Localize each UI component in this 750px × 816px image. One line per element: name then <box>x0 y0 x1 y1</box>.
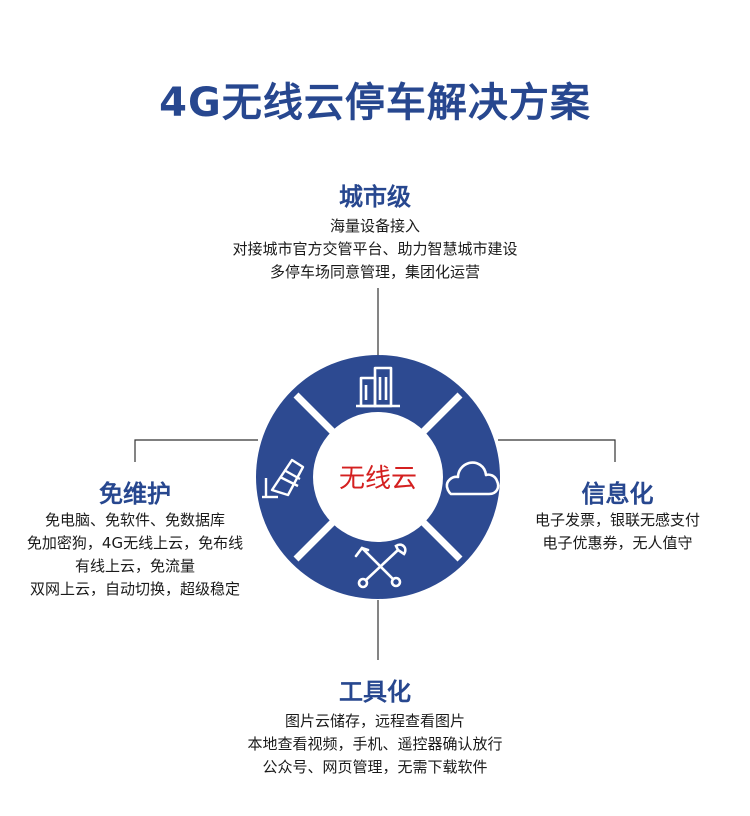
section-title-informatization: 信息化 <box>581 480 654 508</box>
ring-separators <box>293 392 463 562</box>
maintenance-line-2: 免加密狗，4G无线上云，免布线 <box>26 534 244 552</box>
connector-left <box>134 439 258 462</box>
section-body-informatization: 电子发票，银联无感支付 电子优惠券，无人值守 <box>505 509 730 555</box>
tooling-line-1: 图片云储存，远程查看图片 <box>284 712 465 730</box>
document-icon <box>262 458 305 499</box>
section-body-maintenance: 免电脑、免软件、免数据库 免加密狗，4G无线上云，免布线 有线上云，免流量 双网… <box>5 509 265 601</box>
section-body-city: 海量设备接入 对接城市官方交管平台、助力智慧城市建设 多停车场同意管理，集团化运… <box>175 215 575 284</box>
city-line-1: 海量设备接入 <box>329 217 420 235</box>
page-title: 4G无线云停车解决方案 <box>159 80 591 126</box>
info-line-1: 电子发票，银联无感支付 <box>534 511 700 529</box>
maintenance-line-4: 双网上云，自动切换，超级稳定 <box>29 580 240 598</box>
maintenance-line-3: 有线上云，免流量 <box>74 557 195 575</box>
section-body-tooling: 图片云储存，远程查看图片 本地查看视频，手机、遥控器确认放行 公众号、网页管理，… <box>175 710 575 779</box>
building-icon <box>356 366 400 408</box>
city-line-3: 多停车场同意管理，集团化运营 <box>269 263 480 281</box>
tools-icon <box>354 543 407 589</box>
info-line-2: 电子优惠券，无人值守 <box>542 534 693 552</box>
center-label: 无线云 <box>339 464 417 494</box>
connector-right <box>498 439 616 462</box>
center-disc <box>313 412 443 542</box>
tooling-line-2: 本地查看视频，手机、遥控器确认放行 <box>247 735 503 753</box>
maintenance-line-1: 免电脑、免软件、免数据库 <box>44 511 225 529</box>
city-line-2: 对接城市官方交管平台、助力智慧城市建设 <box>232 240 518 258</box>
section-title-city: 城市级 <box>339 183 411 211</box>
section-title-tooling: 工具化 <box>339 678 411 706</box>
tooling-line-3: 公众号、网页管理，无需下载软件 <box>262 758 488 776</box>
section-title-maintenance: 免维护 <box>99 480 171 508</box>
cloud-icon <box>445 461 500 496</box>
